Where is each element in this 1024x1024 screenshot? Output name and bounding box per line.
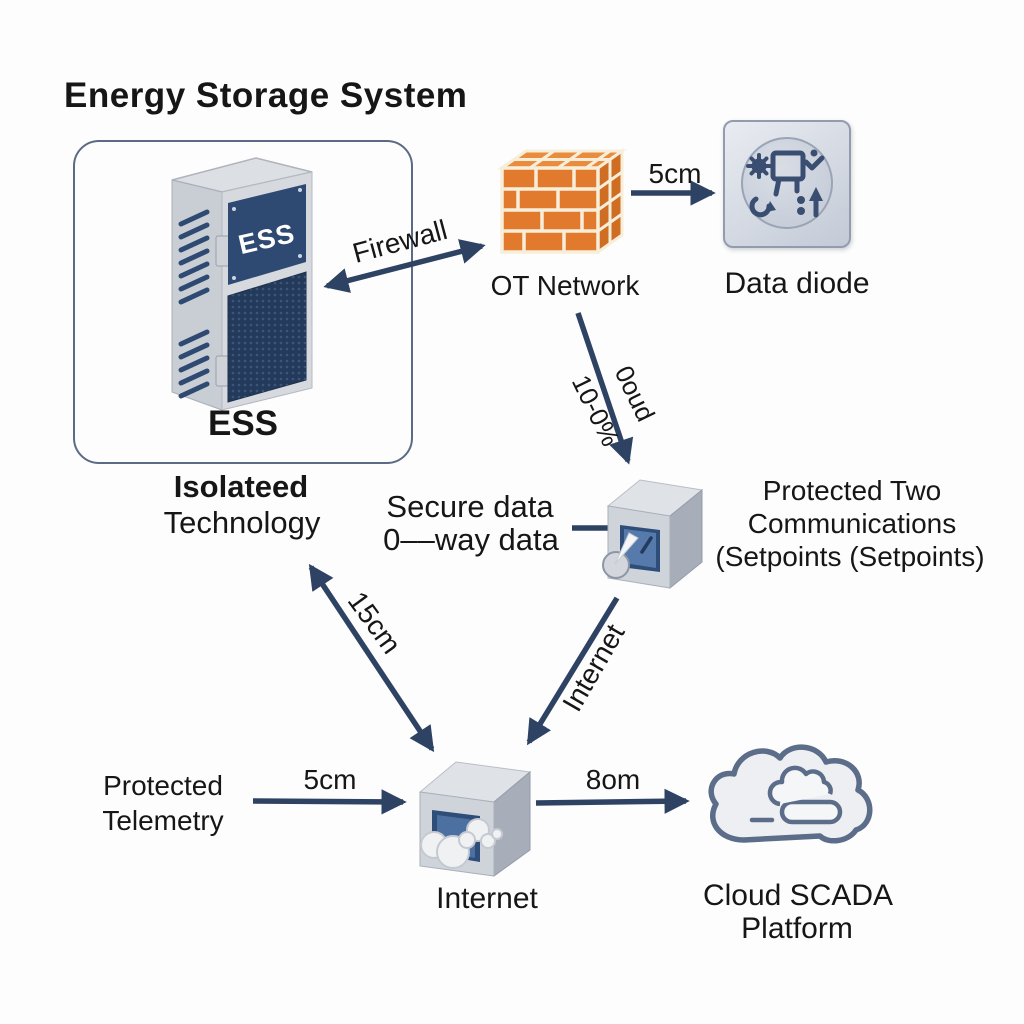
edge-label-5cm-top: 5cm xyxy=(648,157,702,189)
cloud-scada-icon xyxy=(708,744,873,844)
ess-group-frame xyxy=(73,140,413,464)
secure-gateway-cube-icon xyxy=(602,479,704,590)
arrow-isolated-internet xyxy=(308,563,435,753)
arrow-ess-firewall xyxy=(323,239,486,293)
data-diode-label: Data diode xyxy=(724,266,870,300)
cloud-label-line2: Platform xyxy=(741,911,853,945)
secure-data-line2: 0––way data xyxy=(383,522,559,558)
isolated-line2: Technology xyxy=(163,505,321,541)
edge-label-8om: 8om xyxy=(585,763,641,795)
page-title: Energy Storage System xyxy=(64,76,468,115)
internet-cube-icon xyxy=(418,761,532,877)
data-diode-circle xyxy=(741,137,833,229)
arrow-internet-to-cloud xyxy=(535,788,690,814)
ot-network-label: OT Network xyxy=(490,269,640,301)
telemetry-line1: Protected xyxy=(103,769,223,801)
arrow-ot-to-gateway xyxy=(575,312,634,465)
ess-server-icon: ESS xyxy=(171,157,313,411)
setpoints-line3: (Setpoints (Setpoints) xyxy=(715,540,985,572)
setpoints-line1: Protected Two xyxy=(762,474,942,506)
edge-label-5cm-bottom: 5cm xyxy=(303,763,357,795)
isolated-line1: Isolateed xyxy=(173,469,309,505)
data-diode-glyphs xyxy=(746,149,825,218)
internet-label: Internet xyxy=(436,881,538,915)
ess-label: ESS xyxy=(207,403,279,443)
setpoints-line2: Communications xyxy=(747,507,957,539)
arrow-gateway-to-internet xyxy=(526,596,620,746)
arrow-telemetry-to-internet xyxy=(252,789,407,815)
data-diode-box xyxy=(723,120,851,248)
cloud-label-line1: Cloud SCADA xyxy=(702,878,894,912)
secure-data-line1: Secure data xyxy=(386,489,554,525)
firewall-brick-icon xyxy=(497,148,627,255)
telemetry-line2: Telemetry xyxy=(102,804,224,836)
